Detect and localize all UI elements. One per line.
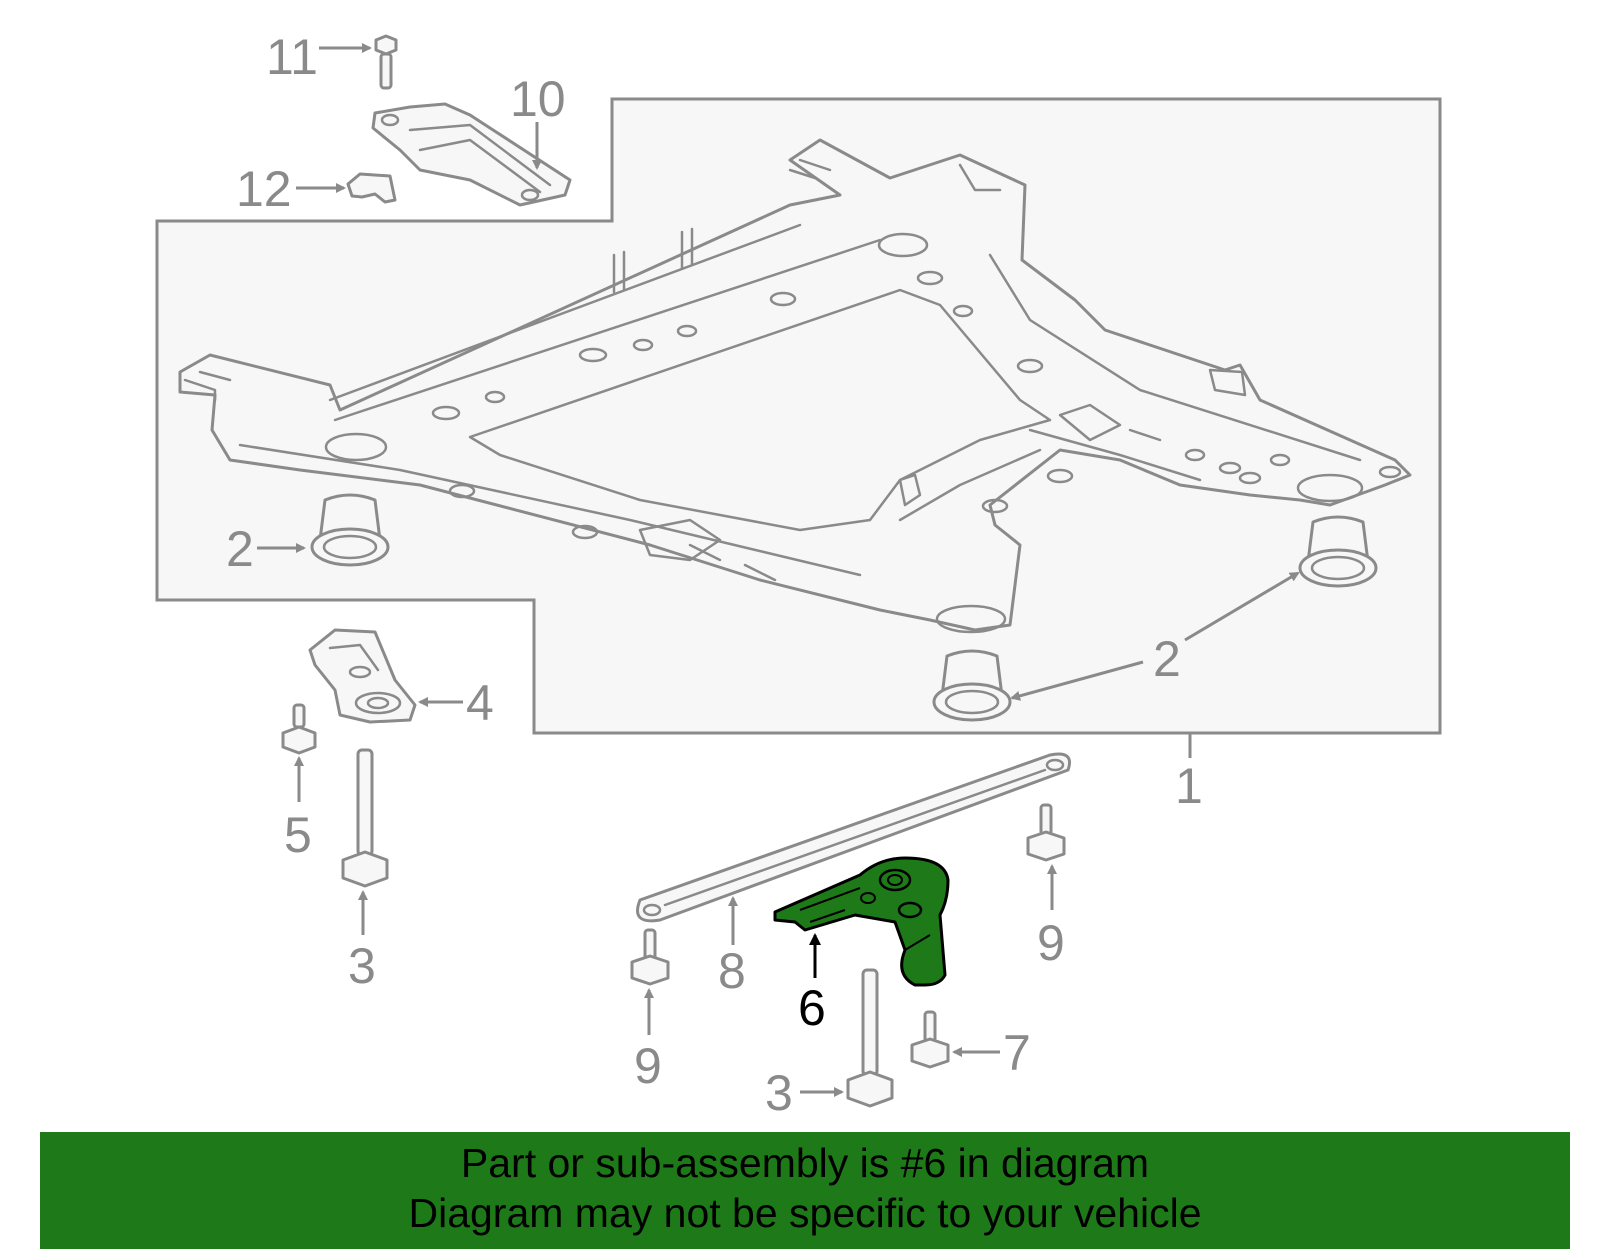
callout-8: 8 [718, 943, 746, 999]
callout-7: 7 [1003, 1025, 1031, 1081]
banner-line-2: Diagram may not be specific to your vehi… [408, 1190, 1202, 1236]
bolt-part-3-left [341, 748, 389, 888]
bushing-part-2-front [932, 649, 1012, 722]
callout-1: 1 [1175, 758, 1203, 814]
callout-3-bottom: 3 [765, 1065, 793, 1121]
info-banner: Part or sub-assembly is #6 in diagram Di… [40, 1132, 1570, 1249]
callout-2-left: 2 [226, 521, 254, 577]
callout-12: 12 [236, 161, 292, 217]
bracket-part-6-highlighted[interactable] [773, 856, 950, 987]
bushing-part-2-left [310, 493, 390, 567]
callout-9-right: 9 [1037, 915, 1065, 971]
nut-part-12 [346, 172, 397, 204]
banner-line-1: Part or sub-assembly is #6 in diagram [460, 1140, 1150, 1186]
bracket-part-10 [371, 102, 572, 207]
bolt-part-9-right [1026, 803, 1066, 862]
bolt-part-7 [910, 1010, 950, 1069]
callout-2-right: 2 [1153, 631, 1181, 687]
brace-part-8 [636, 752, 1071, 923]
callout-6: 6 [798, 980, 826, 1036]
crossmember-frame [178, 138, 1412, 634]
bushing-part-2-right [1298, 515, 1378, 588]
callout-4: 4 [466, 675, 494, 731]
callout-10: 10 [510, 71, 566, 127]
callout-9-left: 9 [634, 1038, 662, 1094]
leader-2-front [1010, 660, 1144, 701]
bolt-part-3-bottom [846, 968, 894, 1108]
bolt-part-5 [281, 703, 317, 755]
bolt-part-11 [374, 34, 398, 90]
bracket-part-4 [308, 628, 417, 724]
bolt-part-9-left [630, 928, 670, 986]
callout-11: 11 [266, 29, 318, 85]
callout-3-left: 3 [348, 938, 376, 994]
leader-2-right [1184, 571, 1300, 642]
callout-5: 5 [284, 807, 312, 863]
